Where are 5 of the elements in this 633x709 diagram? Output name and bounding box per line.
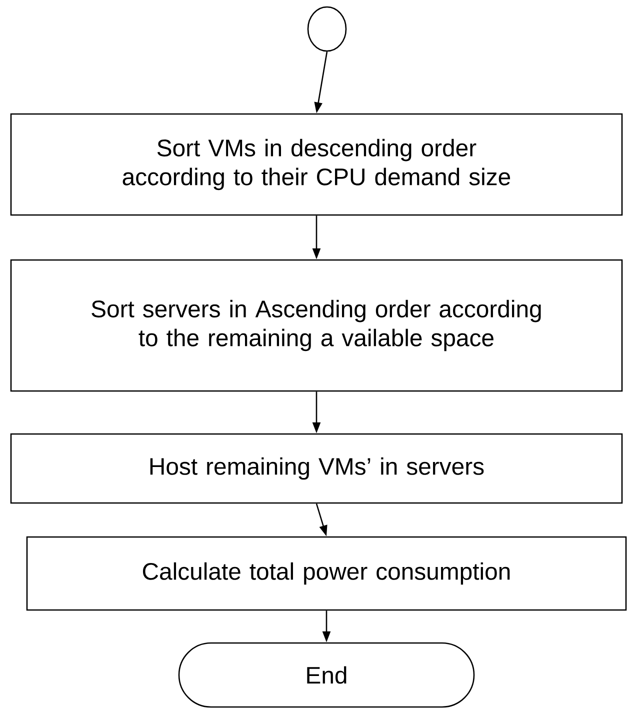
process-box: Calculate total power consumption [26, 536, 627, 611]
start-circle [307, 6, 347, 52]
process-box: Sort VMs in descending order according to their CPU demand size [10, 113, 623, 216]
process-box: Sort servers in Ascending order according to the remaining a vailable space [10, 259, 623, 392]
process-box: Host remaining VMs’ in servers [10, 433, 623, 504]
